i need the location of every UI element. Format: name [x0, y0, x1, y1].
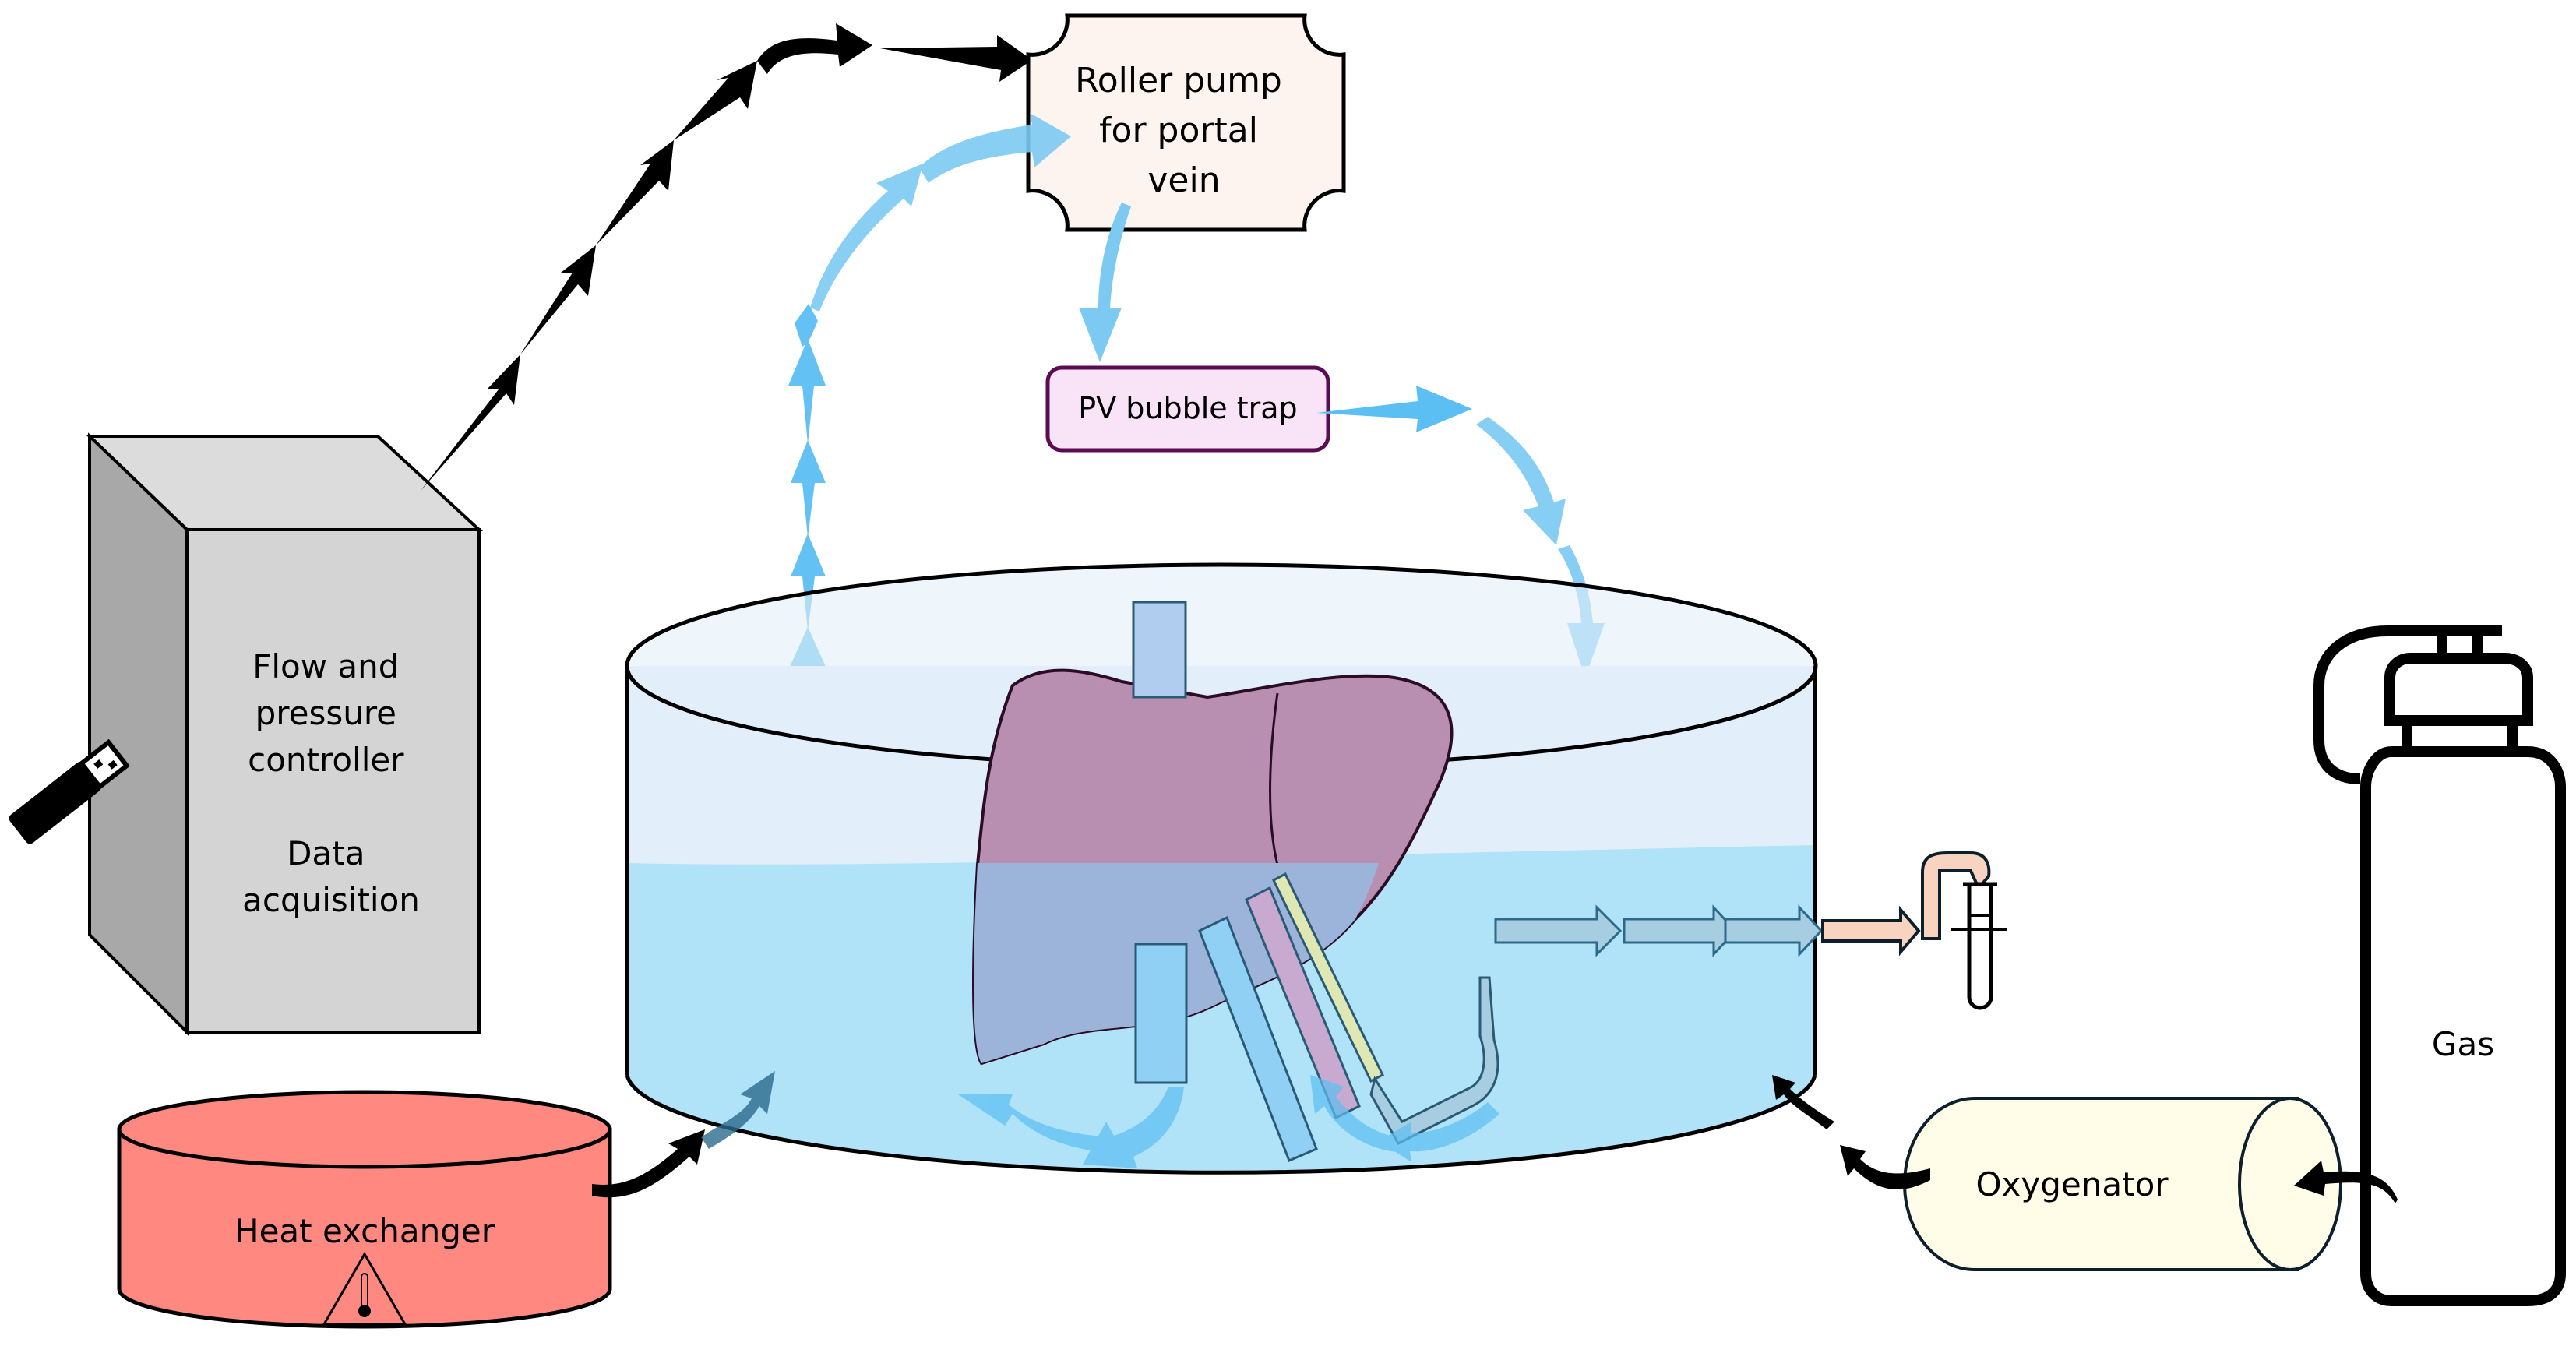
signal-arrow-heat-to-tank	[592, 1129, 705, 1198]
outflow-tube	[1821, 905, 1921, 957]
flow-arrow-curve-to-pump	[810, 113, 1071, 312]
usb-drive-icon	[9, 738, 130, 844]
cannula-bottom	[1134, 943, 1188, 1084]
thermometer-warning-icon	[322, 1252, 407, 1326]
flow-arrow	[791, 440, 826, 537]
oxygenator: Oxygenator	[1903, 1097, 2342, 1271]
svg-text:Flow and pressure: Flow and pressure controller Data acquis…	[242, 647, 420, 919]
cannula-1	[1198, 915, 1318, 1162]
roller-pump-label-1: Roller pump	[1075, 61, 1282, 100]
signal-arrow-oxygenator-to-tank	[1772, 1075, 1930, 1189]
controller-label-2: pressure	[255, 694, 396, 732]
roller-pump-box: Roller pump for portal vein	[1026, 13, 1346, 232]
flow-arrow-pump-to-trap	[1079, 203, 1131, 362]
bubble-trap-box: PV bubble trap	[1045, 365, 1330, 453]
flow-arrow-into-tank	[701, 1071, 775, 1149]
controller-label-1: Flow and	[252, 647, 399, 685]
oxygenator-label: Oxygenator	[1975, 1165, 2169, 1203]
bubble-trap-label: PV bubble trap	[1078, 391, 1297, 425]
controller-label-5: acquisition	[242, 881, 420, 919]
roller-pump-label-3: vein	[1147, 160, 1220, 200]
signal-arrow-gas-to-oxygenator	[2294, 1161, 2398, 1203]
test-tube-icon	[1951, 882, 2007, 1010]
signal-arrow-chain	[421, 23, 1032, 491]
effluent-collection	[1821, 851, 2007, 1010]
controller-box: Flow and pressure controller Data acquis…	[86, 432, 484, 1036]
gas-label: Gas	[2432, 1025, 2494, 1063]
controller-side-face	[88, 432, 189, 1036]
cannulas	[1132, 601, 1499, 1162]
controller-label-4: Data	[287, 834, 365, 872]
gas-cylinder-icon	[2313, 625, 2566, 1306]
heat-exchanger-label: Heat exchanger	[234, 1212, 495, 1250]
recirculation-arrows	[958, 1075, 1499, 1168]
roller-pump-shape	[1026, 13, 1346, 232]
flow-arrow	[791, 534, 826, 631]
outflow-arrows	[1494, 904, 1824, 957]
controller-label-3: controller	[248, 741, 404, 779]
cannula-2	[1245, 886, 1361, 1120]
flow-arrow-trap-out	[1316, 386, 1472, 432]
svg-text:Roller pump for portal: Roller pump for portal vein	[1075, 61, 1293, 200]
roller-pump-label-2: for portal	[1099, 111, 1258, 150]
cannula-3	[1272, 872, 1384, 1083]
heat-exchanger: Heat exchanger	[117, 1090, 612, 1329]
flow-arrow	[795, 304, 818, 347]
cannula-top	[1132, 601, 1187, 699]
controller-front-face	[185, 528, 481, 1034]
flow-arrow	[788, 339, 826, 444]
bile-tube	[1369, 976, 1499, 1145]
